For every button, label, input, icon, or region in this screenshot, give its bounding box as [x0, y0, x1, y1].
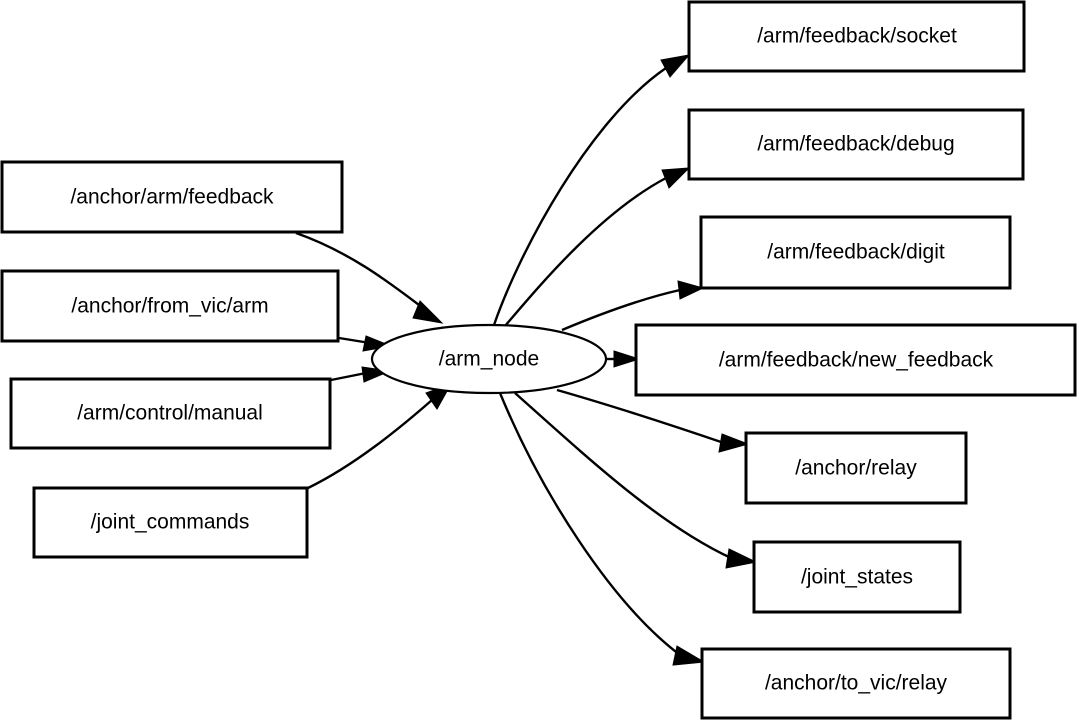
arrowhead-icon [677, 280, 705, 300]
node-rect[interactable] [0, 269, 340, 343]
node-arm-feedback-digit[interactable]: /arm/feedback/digit [699, 215, 1012, 290]
node-ellipse-shape[interactable] [370, 323, 608, 395]
node-anchor-relay[interactable]: /anchor/relay [744, 431, 968, 505]
edge-arm-node-to-arm-feedback-digit [561, 280, 705, 332]
edge-path [295, 231, 424, 309]
arrowhead-icon [613, 350, 641, 368]
node-arm-node[interactable]: /arm_node [370, 323, 608, 395]
edge-arm-node-to-arm-feedback-debug [504, 167, 691, 327]
edge-path [556, 388, 725, 445]
node-joint-states[interactable]: /joint_states [752, 540, 962, 614]
edge-path [330, 371, 367, 382]
node-joint-commands[interactable]: /joint_commands [32, 486, 309, 559]
edge-path [307, 399, 433, 490]
edge-arm-node-to-arm-feedback-new-feedback [606, 350, 641, 368]
node-arm-feedback-new-feedback[interactable]: /arm/feedback/new_feedback [634, 323, 1077, 397]
node-arm-control-manual[interactable]: /arm/control/manual [9, 377, 332, 450]
node-rect[interactable] [0, 160, 344, 234]
node-rect[interactable] [687, 0, 1026, 73]
edge-arm-node-to-anchor-to-vic-relay [498, 392, 706, 666]
edge-path [492, 67, 667, 326]
node-arm-feedback-debug[interactable]: /arm/feedback/debug [687, 108, 1025, 181]
node-rect[interactable] [9, 377, 332, 450]
node-anchor-from-vic-arm[interactable]: /anchor/from_vic/arm [0, 269, 340, 343]
node-rect[interactable] [687, 108, 1025, 181]
node-rect[interactable] [700, 647, 1012, 720]
node-rect[interactable] [744, 431, 968, 505]
edge-path [498, 392, 681, 656]
edge-path [561, 288, 681, 332]
edge-layer [295, 54, 758, 666]
edge-path [514, 392, 732, 560]
node-rect[interactable] [699, 215, 1012, 290]
arrowhead-icon [660, 54, 691, 78]
node-anchor-to-vic-relay[interactable]: /anchor/to_vic/relay [700, 647, 1012, 720]
edge-arm-node-to-joint-states [514, 392, 758, 569]
node-anchor-arm-feedback[interactable]: /anchor/arm/feedback [0, 160, 344, 234]
node-rect[interactable] [752, 540, 962, 614]
arrowhead-icon [412, 300, 444, 324]
node-rect[interactable] [32, 486, 309, 559]
node-arm-feedback-socket[interactable]: /arm/feedback/socket [687, 0, 1026, 73]
arrowhead-icon [725, 548, 758, 569]
edge-arm-node-to-arm-feedback-socket [492, 54, 691, 326]
edge-arm-node-to-anchor-relay [556, 388, 750, 453]
edge-path [504, 176, 667, 327]
arrowhead-icon [661, 167, 691, 189]
arrowhead-icon [672, 645, 706, 666]
arrowhead-icon [718, 433, 750, 453]
edge-anchor-arm-feedback-to-arm-node [295, 231, 444, 324]
node-rect[interactable] [634, 323, 1077, 397]
